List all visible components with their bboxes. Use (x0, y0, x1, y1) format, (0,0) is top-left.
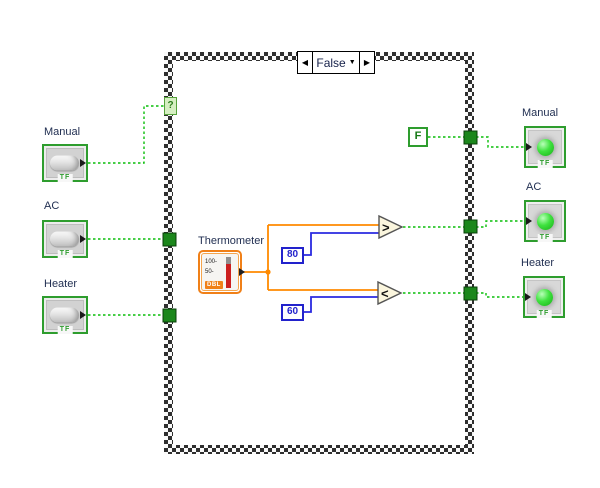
rocker-switch-icon[interactable] (50, 307, 79, 323)
led-icon (536, 138, 554, 156)
scale-mark-50: 50- (205, 269, 214, 275)
output-terminal-icon (80, 311, 86, 319)
thermometer-indicator[interactable]: 100- 50- DBL (198, 250, 245, 294)
heater-led-indicator[interactable]: TF (523, 276, 565, 318)
constant-80[interactable]: 80 (281, 247, 304, 264)
rocker-switch-icon[interactable] (50, 155, 79, 171)
false-constant[interactable]: F (408, 127, 428, 147)
constant-60[interactable]: 60 (281, 304, 304, 321)
manual-control-label: Manual (44, 126, 81, 138)
wire-junction-dot (265, 269, 271, 275)
case-dropdown-icon[interactable]: ▼ (348, 59, 356, 66)
tunnel-heater-in[interactable] (162, 308, 177, 323)
case-structure-border[interactable] (164, 52, 474, 454)
tf-type-label: TF (536, 310, 552, 318)
tunnel-manual-out[interactable] (463, 130, 478, 145)
wire-60-to-less[interactable] (304, 296, 378, 313)
manual-switch-control[interactable]: TF (42, 144, 88, 182)
tunnel-heater-out[interactable] (463, 286, 478, 301)
output-terminal-icon (239, 268, 245, 276)
wire-tunnel-to-manual-indicator[interactable] (476, 136, 525, 148)
heater-switch-control[interactable]: TF (42, 296, 88, 334)
case-name: False (316, 55, 346, 70)
heater-control-label: Heater (44, 278, 78, 290)
case-prev-arrow-icon[interactable]: ◀ (298, 52, 313, 73)
heater-indicator-label: Heater (521, 257, 555, 269)
ac-switch-face (46, 224, 86, 254)
scale-mark-100: 100- (205, 259, 218, 265)
ac-led-face (526, 204, 562, 238)
input-terminal-icon (525, 293, 531, 301)
wire-tunnel-to-heater-indicator[interactable] (476, 292, 524, 298)
wire-manual-to-selector[interactable] (88, 105, 164, 164)
case-next-arrow-icon[interactable]: ▶ (359, 52, 374, 73)
tf-type-label: TF (537, 160, 553, 168)
output-terminal-icon (80, 159, 86, 167)
tf-type-label: TF (537, 234, 553, 242)
led-icon (536, 212, 554, 230)
greater-than-glyph: > (382, 220, 390, 235)
input-terminal-icon (526, 143, 532, 151)
rocker-switch-icon[interactable] (50, 231, 79, 247)
led-icon (535, 288, 553, 306)
input-terminal-icon (526, 217, 532, 225)
case-selector-terminal[interactable]: ? (164, 97, 177, 115)
output-terminal-icon (80, 235, 86, 243)
thermometer-icon: 100- 50- DBL (201, 253, 245, 291)
ac-led-indicator[interactable]: TF (524, 200, 566, 242)
mercury-column-icon (226, 257, 231, 288)
tunnel-ac-out[interactable] (463, 219, 478, 234)
ac-control-label: AC (44, 200, 60, 212)
manual-indicator-label: Manual (522, 107, 559, 119)
manual-led-indicator[interactable]: TF (524, 126, 566, 168)
dbl-type-label: DBL (205, 281, 223, 289)
ac-switch-control[interactable]: TF (42, 220, 88, 258)
tf-type-label: TF (57, 326, 73, 334)
heater-led-face (525, 280, 561, 314)
less-than-glyph: < (381, 286, 389, 301)
greater-than-node[interactable]: > (378, 214, 404, 240)
manual-switch-face (46, 148, 86, 178)
thermometer-scale: 100- 50- (205, 257, 217, 277)
tf-type-label: TF (57, 174, 73, 182)
ac-indicator-label: AC (526, 181, 542, 193)
wire-80-to-greater[interactable] (304, 232, 379, 256)
manual-led-face (526, 130, 562, 164)
case-selector-value[interactable]: False ▼ (313, 52, 359, 73)
thermometer-label: Thermometer (198, 235, 265, 247)
tf-type-label: TF (57, 250, 73, 258)
wire-tunnel-to-ac-indicator[interactable] (476, 220, 525, 228)
tunnel-ac-in[interactable] (162, 232, 177, 247)
case-selector[interactable]: ◀ False ▼ ▶ (297, 51, 375, 74)
less-than-node[interactable]: < (377, 280, 403, 306)
